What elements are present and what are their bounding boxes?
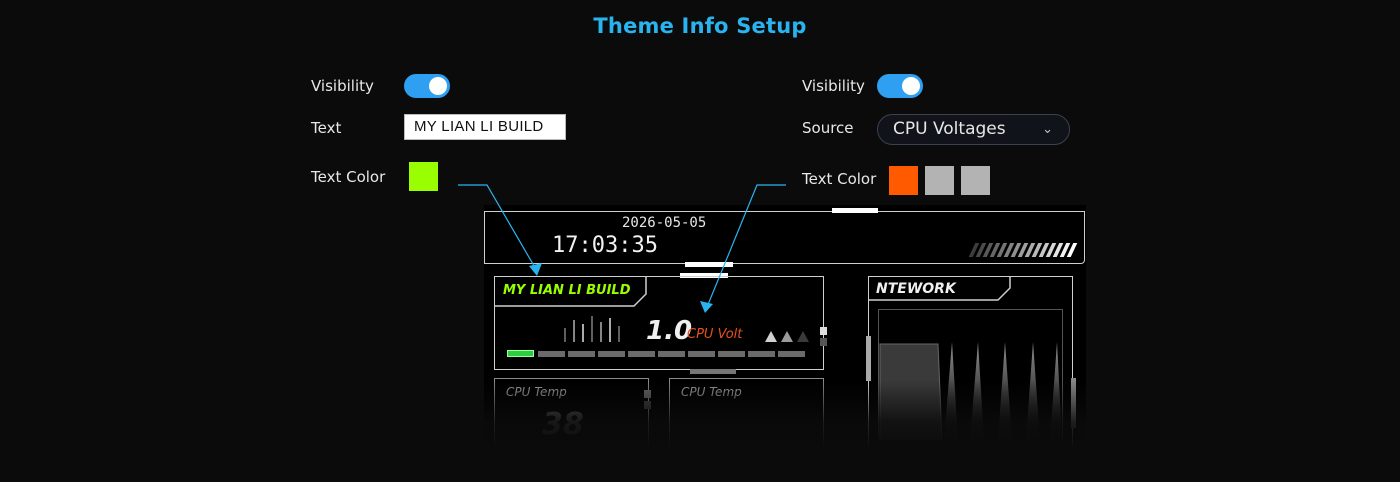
tick-mark: [609, 318, 611, 342]
left-visibility-toggle[interactable]: [404, 74, 450, 98]
volt-bar-segment: [688, 351, 715, 357]
volt-bar-segment: [568, 351, 595, 357]
volt-bar-segment: [658, 351, 685, 357]
right-visibility-label: Visibility: [802, 77, 865, 95]
build-label-tab: [495, 277, 647, 307]
volt-bar-segment: [598, 351, 625, 357]
tick-mark: [591, 316, 593, 342]
connector-bar-2: [680, 273, 728, 278]
tick-mark: [573, 320, 575, 342]
chevron-down-icon: ⌄: [1042, 122, 1053, 137]
color-swatch-gray-1[interactable]: [925, 166, 954, 195]
toggle-knob: [429, 77, 447, 95]
header-tab: [832, 208, 878, 213]
network-scroll-left: [866, 336, 871, 381]
volt-bar-segment: [718, 351, 745, 357]
volt-bar-fill: [507, 350, 534, 357]
volt-bar-segment: [538, 351, 565, 357]
color-swatch-gray-2[interactable]: [961, 166, 990, 195]
preview-date: 2026-05-05: [622, 215, 707, 231]
left-text-color-swatch[interactable]: [409, 162, 438, 191]
network-graph-frame: [878, 309, 1063, 439]
left-text-color-label: Text Color: [311, 168, 386, 186]
tick-mark: [582, 324, 584, 342]
volt-bar-segment: [628, 351, 655, 357]
source-select-value: CPU Voltages: [893, 119, 1006, 139]
cpu-volt-value: 1.0: [646, 316, 693, 346]
panel-connector: [690, 369, 736, 374]
toggle-knob: [902, 77, 920, 95]
clock-frame: [484, 211, 1085, 264]
tick-mark: [600, 322, 602, 342]
tick-mark: [564, 328, 566, 342]
page-title: Theme Info Setup: [593, 14, 807, 38]
network-label-tab: [869, 277, 1011, 301]
tick-mark: [618, 326, 620, 342]
right-visibility-toggle[interactable]: [877, 74, 923, 98]
build-text-input[interactable]: MY LIAN LI BUILD: [404, 114, 566, 140]
network-label: NTEWORK: [876, 281, 956, 297]
left-visibility-label: Visibility: [311, 77, 374, 95]
cpu-volt-frame: [494, 276, 824, 370]
cpu-volt-label: CPU Volt: [687, 327, 743, 342]
preview-time: 17:03:35: [552, 233, 658, 258]
preview-build-label: MY LIAN LI BUILD: [503, 283, 631, 298]
color-swatch-orange[interactable]: [889, 166, 918, 195]
right-text-color-label: Text Color: [802, 170, 877, 188]
source-label: Source: [802, 119, 854, 137]
source-select[interactable]: CPU Voltages ⌄: [877, 114, 1070, 145]
connector-bar-1: [685, 262, 733, 267]
side-indicator-2: [820, 338, 827, 346]
left-text-label: Text: [311, 119, 342, 137]
volt-bar-segment: [748, 351, 775, 357]
triangle-indicators-icon: [765, 331, 809, 342]
side-indicator-1: [820, 327, 827, 335]
volt-bar-segment: [778, 351, 805, 357]
